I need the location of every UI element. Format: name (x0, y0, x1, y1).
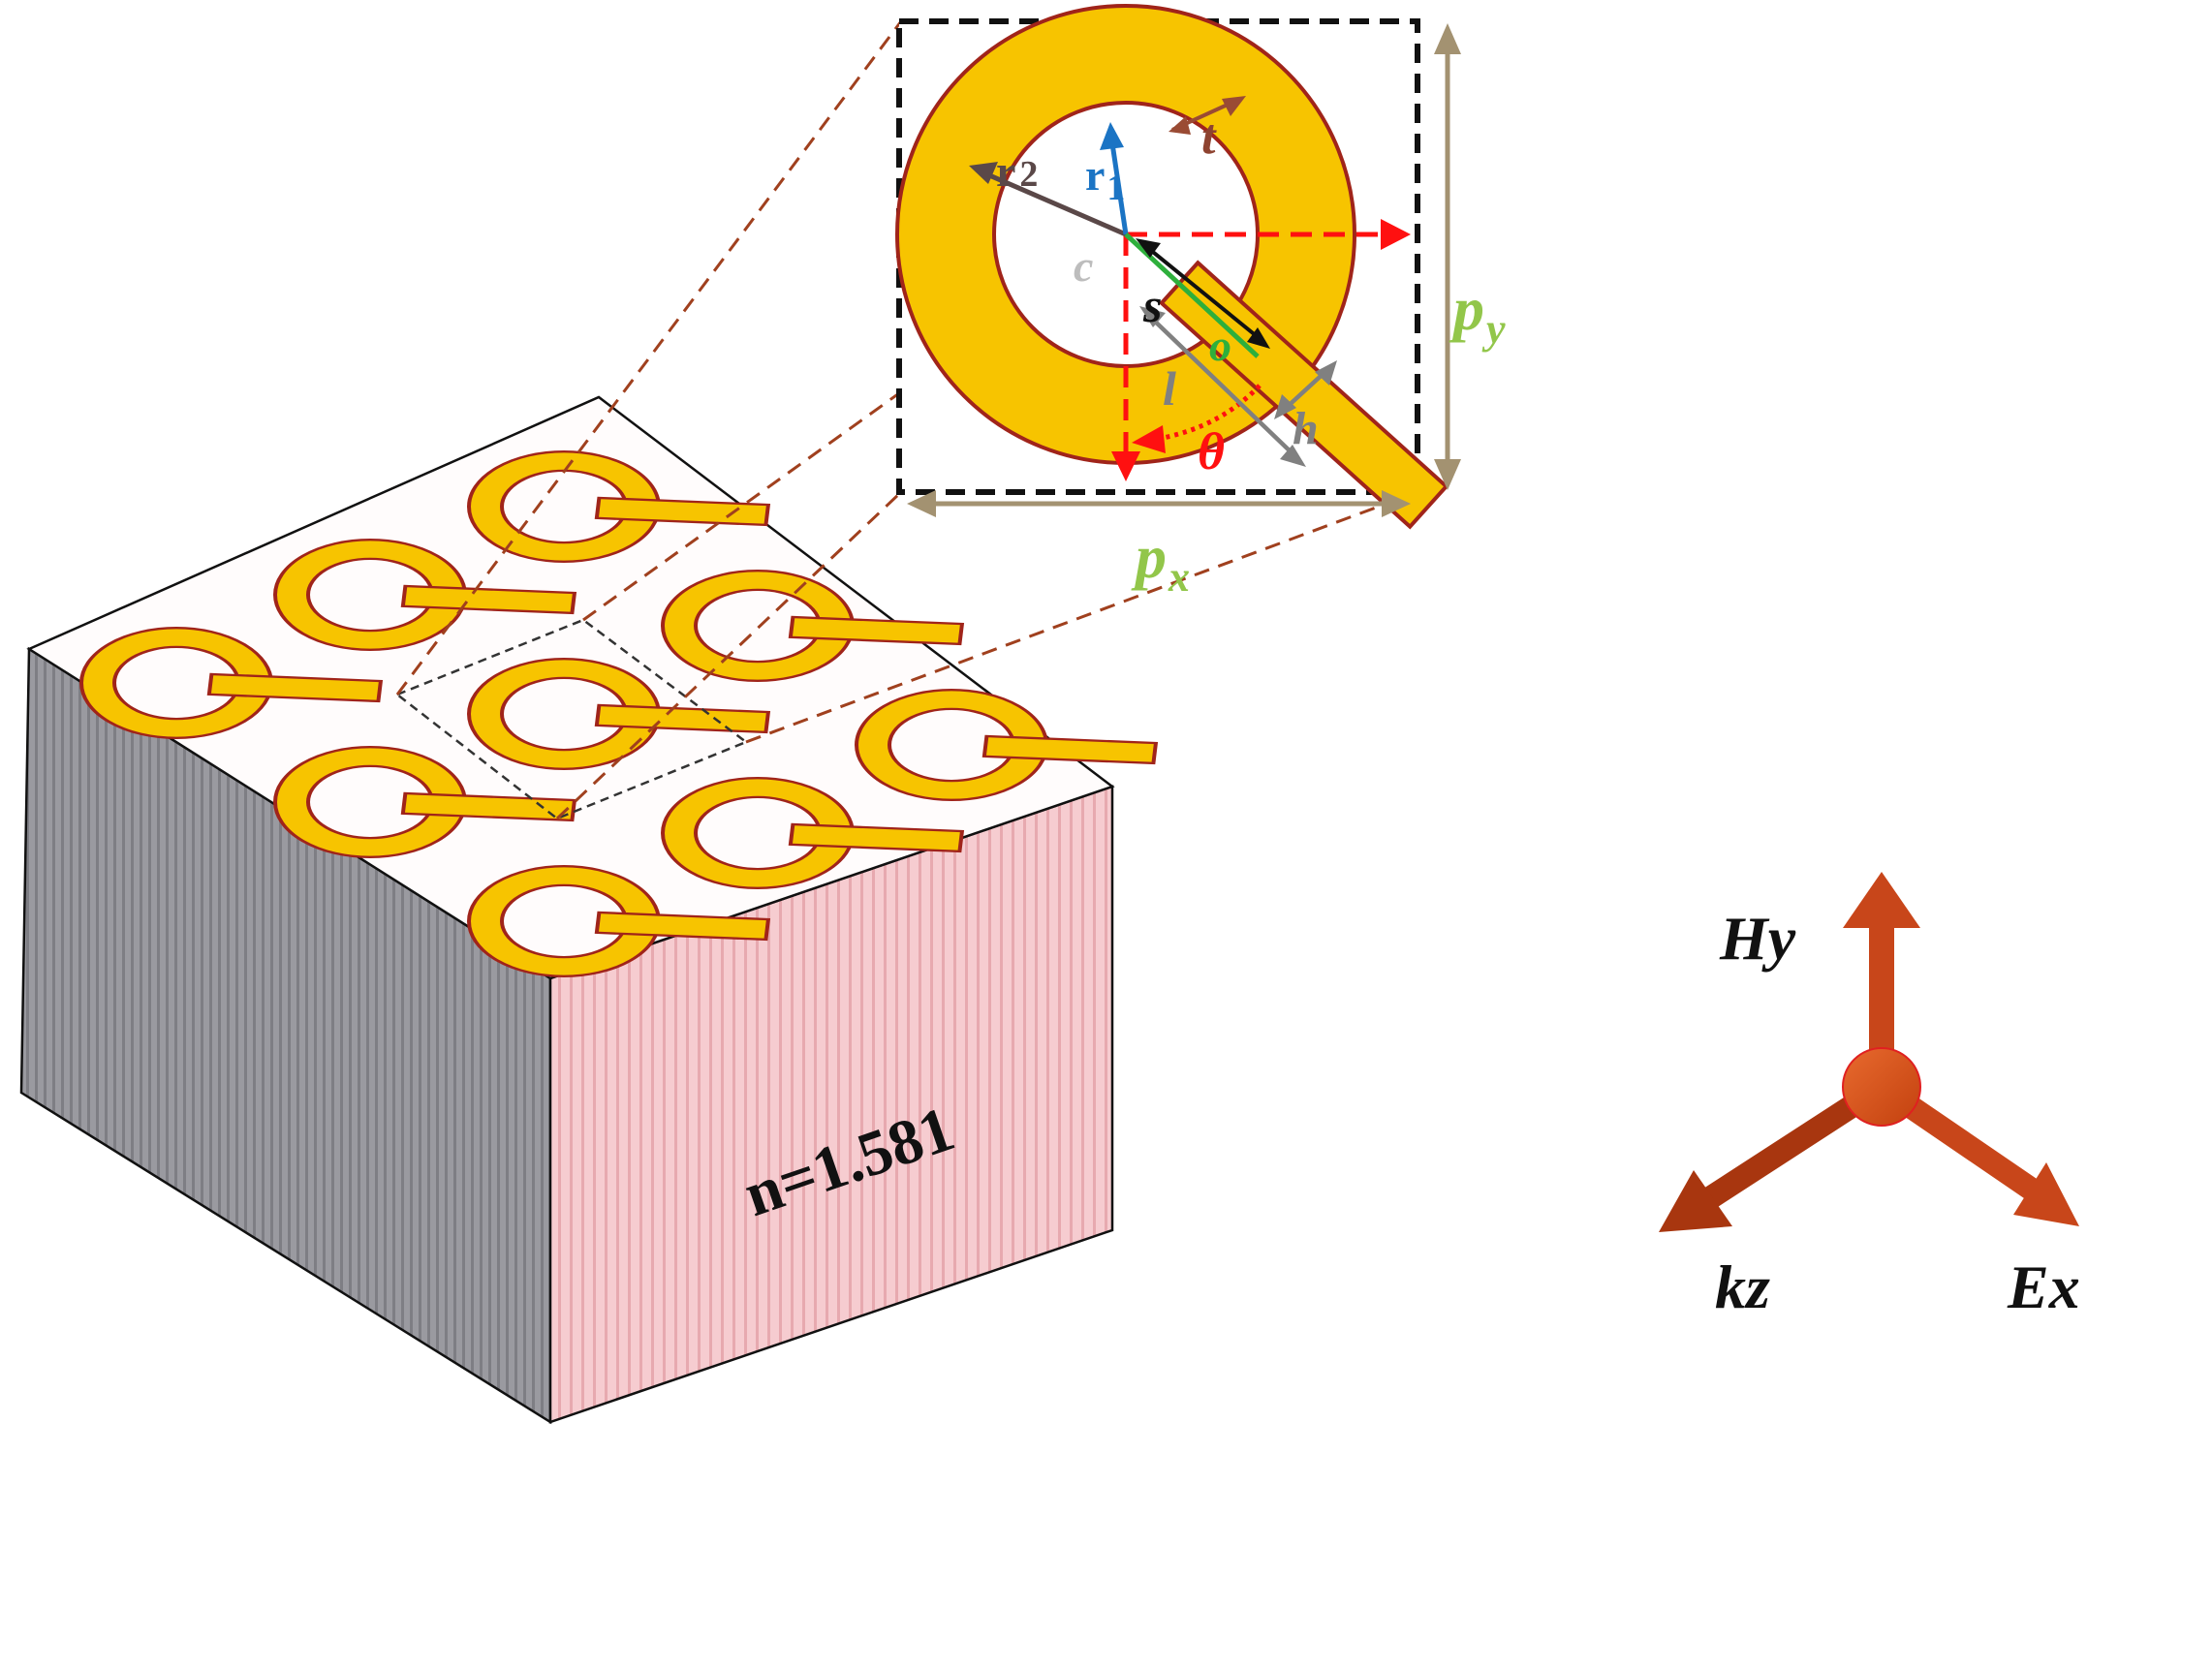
ring (466, 658, 662, 770)
ring (272, 539, 468, 651)
kz-arrowhead-icon (1659, 1170, 1732, 1232)
py-arrowhead-icon (1434, 459, 1461, 490)
o-center-line (1124, 232, 1260, 358)
ring (466, 450, 662, 563)
coordinate-axes-icon: Hy kz Ex (1659, 872, 2080, 1321)
h-arrowhead-icon (1315, 360, 1337, 386)
ex-arrowhead-icon (2013, 1162, 2079, 1226)
q-resonator-icon (466, 658, 771, 770)
l-arrowhead-icon (1280, 445, 1306, 467)
ring (660, 570, 856, 682)
stub-bar (788, 615, 965, 646)
ring (78, 627, 274, 739)
label-py: py (1449, 274, 1506, 353)
q-resonator-icon (272, 746, 577, 858)
q-resonator-icon (660, 570, 965, 682)
stub-bar (594, 703, 771, 734)
q-resonator-icon (78, 627, 384, 739)
label-t: t (1201, 109, 1217, 165)
stub-bar (788, 822, 965, 853)
py-arrowhead-icon (1434, 23, 1461, 54)
s-arrowhead-icon (1247, 327, 1270, 349)
period-py: py (1434, 23, 1506, 490)
s-arrow (1141, 242, 1264, 343)
l-arrow (1145, 312, 1300, 461)
s-arrowhead-icon (1136, 238, 1161, 258)
label-h: h (1293, 403, 1319, 454)
q-resonator-large (894, 4, 1449, 530)
r2-arrow (980, 169, 1127, 237)
q-resonator-icon (272, 539, 577, 651)
ring (660, 777, 856, 889)
projection-line (745, 490, 1418, 744)
q-resonator-icon (466, 450, 771, 563)
stub-bar (400, 584, 577, 615)
label-r1: r1 (1085, 150, 1125, 208)
label-c: c (1074, 241, 1093, 291)
ring (272, 746, 468, 858)
projection-line (395, 20, 903, 696)
l-arrowhead-icon (1139, 306, 1166, 327)
label-px: px (1131, 522, 1190, 601)
label-ex: Ex (2007, 1252, 2080, 1321)
px-arrowhead-icon (1382, 490, 1411, 517)
theta-arrowhead-icon (1132, 425, 1166, 453)
unit-cell-marker (394, 618, 749, 820)
label-l: l (1163, 361, 1176, 416)
h-arrowhead-icon (1274, 394, 1296, 419)
label-hy: Hy (1719, 904, 1796, 973)
stub-bar (594, 496, 771, 527)
r1-arrowhead-icon (1100, 122, 1124, 150)
ring (854, 689, 1049, 801)
resonator-array (78, 450, 1159, 977)
origin-hub-icon (1842, 1047, 1921, 1127)
r2-arrowhead-icon (969, 162, 998, 184)
stub-bar (206, 672, 384, 703)
projection-line (555, 490, 903, 820)
q-resonator-icon (466, 865, 771, 977)
label-theta: θ (1198, 422, 1225, 480)
t-arrowhead-icon (1168, 116, 1191, 135)
reference-axes (1123, 232, 1387, 455)
x-axis-arrowhead-icon (1381, 219, 1411, 250)
label-o: o (1209, 321, 1231, 370)
t-arrowhead-icon (1222, 96, 1246, 116)
stub-bar (594, 911, 771, 942)
q-resonator-icon (854, 689, 1159, 801)
q-resonator-icon (894, 4, 1449, 530)
r1-arrow (1109, 142, 1129, 235)
label-s: s (1142, 278, 1162, 332)
period-px: px (907, 490, 1411, 601)
q-resonator-icon (660, 777, 965, 889)
y-axis-arrowhead-icon (1111, 451, 1140, 481)
theta-arc (1162, 384, 1262, 441)
px-arrowhead-icon (907, 490, 936, 517)
stub-bar (400, 791, 577, 822)
ring (466, 865, 662, 977)
label-kz: kz (1715, 1252, 1770, 1321)
stub-bar (981, 734, 1159, 765)
hy-arrowhead-icon (1843, 872, 1920, 928)
